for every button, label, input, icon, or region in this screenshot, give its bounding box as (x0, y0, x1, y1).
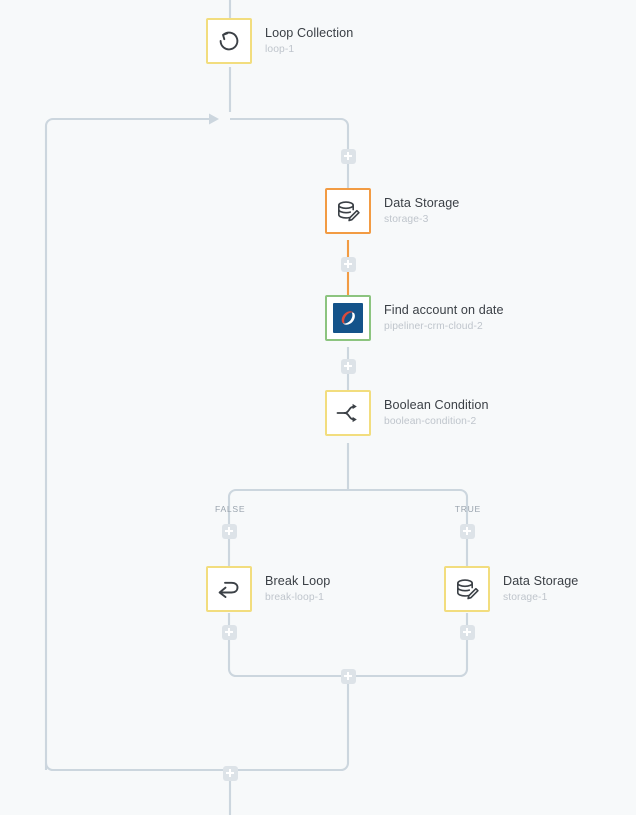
node-title: Data Storage (503, 574, 579, 589)
node-icon-box-loop-collection[interactable] (206, 18, 252, 64)
node-title: Boolean Condition (384, 398, 489, 413)
node-boolean-condition-2[interactable]: Boolean Condition boolean-condition-2 (325, 390, 489, 436)
node-label-loop-collection: Loop Collection loop-1 (265, 26, 353, 55)
add-button-after-loop-exit[interactable] (222, 765, 238, 781)
database-pencil-icon (338, 201, 360, 222)
node-pipeliner-crm[interactable]: Find account on date pipeliner-crm-cloud… (325, 295, 504, 341)
branch-label-true: TRUE (454, 504, 481, 514)
node-label-pipeliner-crm: Find account on date pipeliner-crm-cloud… (384, 303, 504, 332)
node-label-boolean-condition-2: Boolean Condition boolean-condition-2 (384, 398, 489, 427)
node-subtitle: storage-3 (384, 213, 429, 225)
node-title: Find account on date (384, 303, 504, 318)
loopback-arrowhead (209, 113, 219, 125)
branch-split-icon (336, 403, 357, 423)
node-subtitle: storage-1 (503, 591, 548, 603)
node-title: Break Loop (265, 574, 331, 589)
node-icon-box-data-storage-1[interactable] (444, 566, 490, 612)
database-pencil-icon (457, 579, 479, 600)
loop-refresh-icon (219, 31, 239, 51)
add-button-after-data-storage-3[interactable] (340, 256, 356, 272)
node-data-storage-1[interactable]: Data Storage storage-1 (444, 566, 578, 612)
node-label-data-storage-1: Data Storage storage-1 (503, 574, 578, 603)
node-label-break-loop-1: Break Loop break-loop-1 (265, 574, 330, 603)
branch-label-false: FALSE (215, 504, 246, 514)
add-button-after-data-storage-1[interactable] (459, 624, 475, 640)
node-subtitle: boolean-condition-2 (384, 415, 477, 427)
add-button-on-false-branch[interactable] (221, 523, 237, 539)
pipeliner-crm-logo-icon (333, 303, 363, 333)
node-icon-box-break-loop-1[interactable] (206, 566, 252, 612)
add-button-after-loop-collection[interactable] (340, 148, 356, 164)
node-icon-box-data-storage-3[interactable] (325, 188, 371, 234)
node-subtitle: break-loop-1 (265, 591, 325, 603)
node-icon-box-boolean-condition-2[interactable] (325, 390, 371, 436)
node-label-data-storage-3: Data Storage storage-3 (384, 196, 459, 225)
add-button-after-pipeliner-crm[interactable] (340, 358, 356, 374)
node-break-loop-1[interactable]: Break Loop break-loop-1 (206, 566, 330, 612)
add-button-after-break-loop[interactable] (221, 624, 237, 640)
break-loop-arrow-icon (218, 581, 239, 598)
node-loop-collection[interactable]: Loop Collection loop-1 (206, 18, 353, 64)
node-subtitle: loop-1 (265, 43, 295, 55)
node-title: Loop Collection (265, 26, 354, 41)
add-button-after-branch-merge[interactable] (340, 668, 356, 684)
node-subtitle: pipeliner-crm-cloud-2 (384, 320, 483, 332)
add-button-on-true-branch[interactable] (459, 523, 475, 539)
node-title: Data Storage (384, 196, 460, 211)
node-data-storage-3[interactable]: Data Storage storage-3 (325, 188, 459, 234)
node-icon-box-pipeliner-crm[interactable] (325, 295, 371, 341)
